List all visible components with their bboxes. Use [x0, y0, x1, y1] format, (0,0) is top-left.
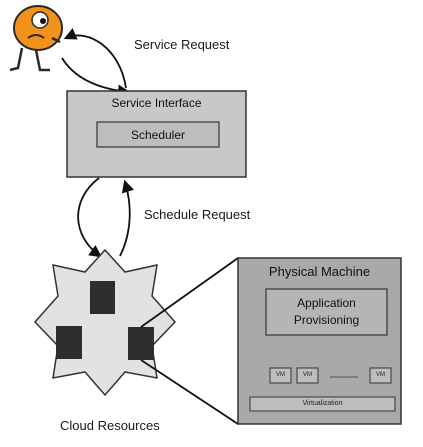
schedule-request-arrow-down	[77, 177, 103, 258]
vm-label-3: VM	[376, 372, 385, 378]
schedule-request-arrow-up	[119, 179, 134, 257]
schedule-request-label: Schedule Request	[144, 207, 251, 222]
vm-box-2	[296, 367, 319, 384]
application-provisioning-box	[265, 288, 388, 336]
user-character-icon	[9, 5, 63, 72]
cloud-resources-shape	[33, 248, 177, 397]
zoom-line-top	[140, 257, 239, 328]
vm-label-1: VM	[276, 372, 285, 378]
service-request-arrow-in	[63, 28, 127, 89]
resource-block-right	[128, 327, 154, 360]
virtualization-bar	[249, 396, 396, 412]
vm-label-2: VM	[303, 372, 312, 378]
scheduler-box	[96, 121, 220, 148]
vm-box-3	[369, 367, 392, 384]
provisioning-label: Provisioning	[293, 313, 360, 327]
physical-machine-title: Physical Machine	[268, 264, 371, 279]
service-interface-title: Service Interface	[111, 96, 202, 110]
resource-block-top	[90, 281, 115, 314]
application-label: Application	[297, 296, 356, 310]
physical-machine-box	[237, 257, 402, 425]
resource-block-left	[56, 326, 82, 359]
scheduler-label: Scheduler	[130, 128, 186, 142]
service-request-label: Service Request	[134, 37, 230, 52]
vm-box-1	[269, 367, 292, 384]
cloud-resources-label: Cloud Resources	[60, 418, 160, 433]
virtualization-label: Virtualization	[302, 400, 343, 407]
zoom-line-bottom	[140, 359, 239, 425]
